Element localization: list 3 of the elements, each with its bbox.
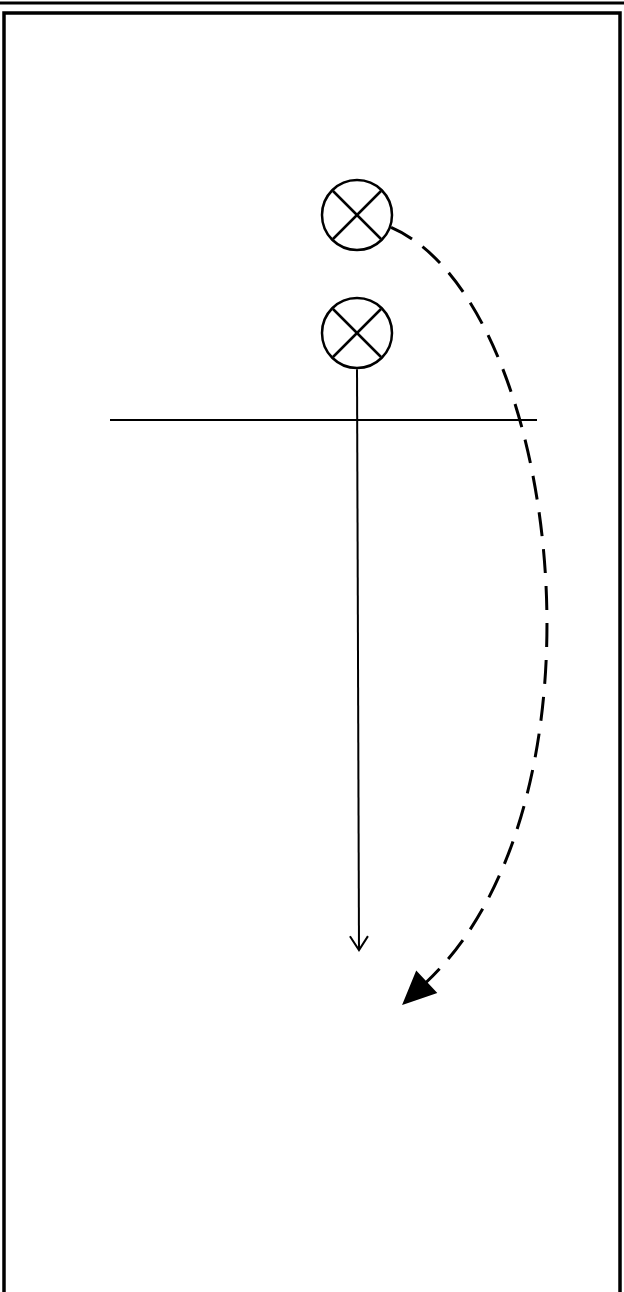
player-symbol <box>320 178 394 252</box>
arrow <box>348 368 369 952</box>
player-symbol <box>320 296 394 370</box>
